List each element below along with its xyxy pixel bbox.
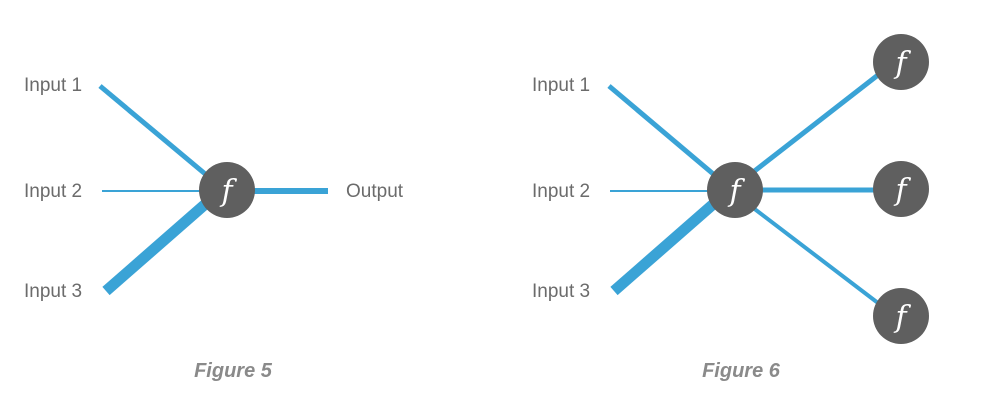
figure-5-caption: Figure 5 xyxy=(194,360,273,382)
edge-input3-to-node xyxy=(102,195,214,296)
input-2-label: Input 2 xyxy=(24,181,82,202)
edge-input1-to-node xyxy=(98,84,212,180)
figure-6-caption: Figure 6 xyxy=(702,360,781,382)
input-3-label: Input 3 xyxy=(24,281,82,302)
edge-node-to-top-output xyxy=(750,73,880,175)
input-1-label: Input 1 xyxy=(532,75,590,96)
input-1-label: Input 1 xyxy=(24,75,82,96)
function-node xyxy=(199,162,255,218)
output-node-bottom xyxy=(873,288,929,344)
output-label: Output xyxy=(346,181,404,202)
figure-6: f f f f Input 1 Input 2 Input 3 Figure 6 xyxy=(532,34,929,382)
output-node-middle xyxy=(873,161,929,217)
input-2-label: Input 2 xyxy=(532,181,590,202)
edge-input3-to-node xyxy=(610,195,722,296)
input-3-label: Input 3 xyxy=(532,281,590,302)
figure-5: f Input 1 Input 2 Input 3 Output Figure … xyxy=(24,75,404,382)
edge-node-to-bottom-output xyxy=(750,205,880,305)
output-node-top xyxy=(873,34,929,90)
edge-input1-to-node xyxy=(607,84,720,180)
function-node xyxy=(707,162,763,218)
